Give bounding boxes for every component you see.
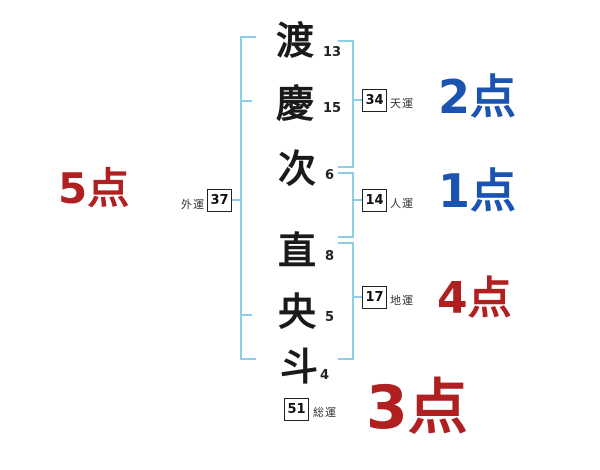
outer-bracket-tick-mid1 (240, 100, 252, 102)
outer-bracket-tick-top (240, 36, 256, 38)
person-bracket-tick-top (338, 172, 352, 174)
outer-fortune-score: 5点 (58, 164, 130, 213)
name-char-3: 次 (278, 146, 317, 191)
name-char-5: 央 (278, 289, 317, 334)
heaven-fortune-label: 天運 (390, 97, 414, 110)
total-fortune-value-box: 51 (284, 398, 309, 421)
heaven-fortune-score: 2点 (438, 70, 517, 124)
name-char-2: 慶 (276, 81, 315, 126)
outer-bracket-line (240, 36, 242, 360)
person-bracket-tick-box (354, 199, 362, 201)
outer-bracket-tick-bottom (240, 358, 256, 360)
stroke-count-6: 4 (320, 368, 330, 383)
total-fortune-score: 3点 (366, 373, 468, 443)
stroke-count-1: 13 (323, 45, 342, 60)
earth-fortune-value: 17 (365, 290, 384, 305)
person-fortune-score: 1点 (438, 164, 517, 218)
outer-fortune-value: 37 (210, 193, 229, 208)
outer-bracket-tick-box (230, 199, 240, 201)
heaven-bracket-tick-bottom (338, 166, 352, 168)
name-char-4: 直 (278, 228, 317, 273)
total-fortune-value: 51 (287, 402, 306, 417)
person-fortune-label: 人運 (390, 197, 414, 210)
stroke-count-2: 15 (323, 101, 342, 116)
outer-bracket-tick-mid2 (240, 314, 252, 316)
heaven-bracket-tick-top (338, 40, 352, 42)
earth-bracket-tick-bottom (338, 358, 352, 360)
person-fortune-value: 14 (365, 193, 384, 208)
person-bracket-line (352, 172, 354, 238)
earth-fortune-label: 地運 (390, 294, 414, 307)
earth-fortune-score: 4点 (437, 273, 512, 324)
heaven-fortune-value: 34 (365, 93, 384, 108)
heaven-bracket-line (352, 40, 354, 168)
heaven-fortune-value-box: 34 (362, 89, 387, 112)
earth-bracket-line (352, 242, 354, 360)
outer-fortune-label: 外運 (181, 198, 205, 211)
stroke-count-3: 6 (325, 168, 335, 183)
stroke-count-5: 5 (325, 310, 335, 325)
earth-bracket-tick-top (338, 242, 352, 244)
total-fortune-label: 総運 (313, 406, 337, 419)
earth-bracket-tick-box (354, 296, 362, 298)
name-char-1: 渡 (276, 18, 315, 63)
heaven-bracket-tick-box (354, 99, 362, 101)
person-fortune-value-box: 14 (362, 189, 387, 212)
person-bracket-tick-bottom (338, 236, 352, 238)
outer-fortune-value-box: 37 (207, 189, 232, 212)
name-char-6: 斗 (280, 344, 319, 389)
stroke-count-4: 8 (325, 249, 335, 264)
earth-fortune-value-box: 17 (362, 286, 387, 309)
